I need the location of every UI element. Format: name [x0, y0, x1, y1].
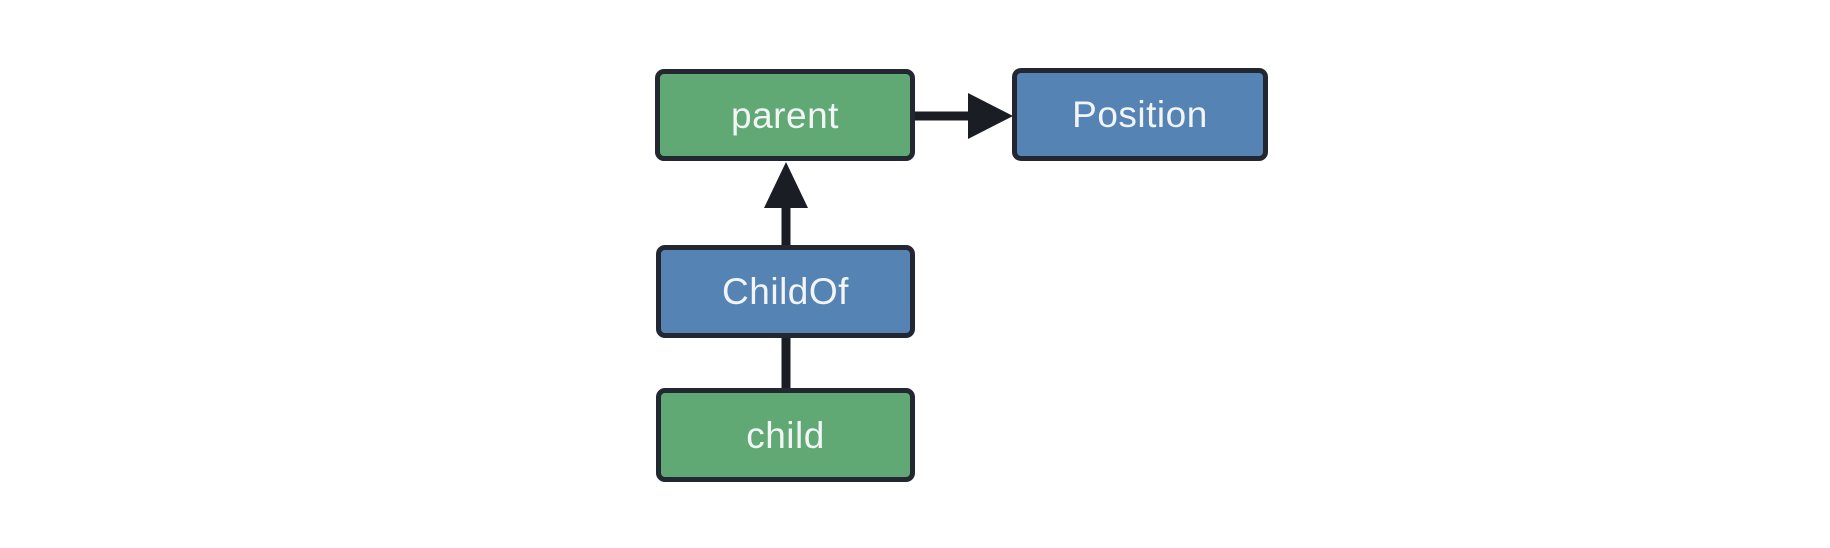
node-position-label: Position	[1072, 94, 1208, 135]
node-childof: ChildOf	[656, 245, 915, 338]
edge-childof-to-parent	[764, 162, 808, 247]
edge-parent-to-position	[913, 93, 1013, 139]
arrowhead-up-icon	[764, 162, 808, 208]
node-child-label: child	[746, 414, 825, 456]
arrowhead-right-icon	[968, 93, 1013, 139]
node-child: child	[656, 388, 915, 482]
node-parent-label: parent	[731, 94, 839, 136]
node-parent: parent	[655, 69, 915, 161]
node-position: Position	[1012, 68, 1268, 161]
node-childof-label: ChildOf	[722, 271, 849, 312]
